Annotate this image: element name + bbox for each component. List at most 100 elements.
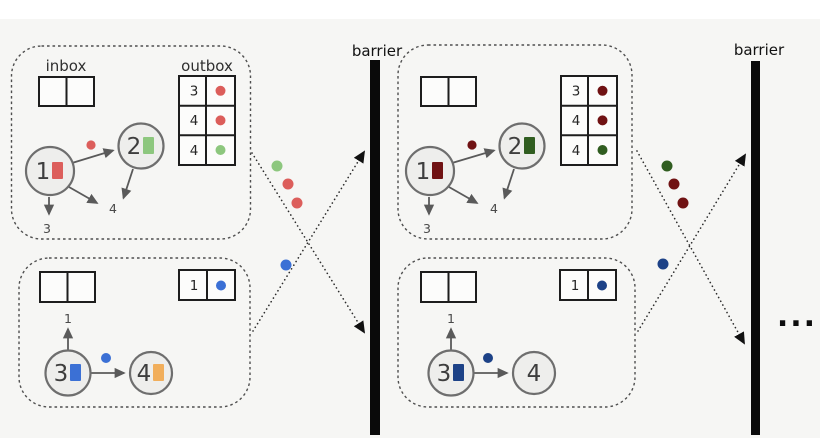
transit-message-dot bbox=[282, 178, 294, 190]
inflight-message-dot bbox=[86, 140, 96, 150]
node-id: 4 bbox=[137, 361, 152, 387]
transit-message-dot bbox=[291, 197, 303, 209]
node-circle bbox=[117, 122, 165, 170]
edge-1-to-2 bbox=[71, 148, 115, 164]
outbox-table: 3 4 4 bbox=[560, 75, 618, 166]
outbox-table: 1 bbox=[559, 269, 617, 301]
outbox-label: outbox bbox=[181, 57, 233, 75]
outbox-message-dot bbox=[597, 280, 607, 291]
outbox-dest: 4 bbox=[572, 113, 581, 129]
edge-label-1: 1 bbox=[64, 311, 72, 326]
barrier-label: barrier bbox=[352, 42, 403, 60]
node-value-square bbox=[52, 162, 63, 179]
inbox-label: inbox bbox=[46, 57, 87, 75]
outbox-message-dot bbox=[597, 145, 608, 155]
graph-node-3: 3 bbox=[427, 349, 475, 397]
continuation-ellipsis: ... bbox=[777, 299, 817, 334]
node-value-square bbox=[143, 137, 154, 154]
outbox-message-dot bbox=[597, 85, 608, 96]
diagram-background bbox=[0, 19, 820, 438]
worker-box-bottom-right: 1 1 3 4 bbox=[397, 257, 636, 408]
barrier-bar bbox=[751, 61, 760, 435]
transit-message-dot bbox=[271, 160, 283, 172]
outbox-dest: 4 bbox=[190, 143, 199, 159]
node-id: 2 bbox=[508, 134, 523, 160]
worker-dashed-border bbox=[397, 257, 636, 408]
edge-1-to-2 bbox=[451, 148, 496, 164]
transit-message-dot bbox=[661, 160, 673, 172]
edge-label-4: 4 bbox=[490, 201, 498, 216]
worker-dashed-border bbox=[397, 44, 633, 240]
node-circle bbox=[427, 349, 475, 397]
message-flow-arrow-bottom-to-top bbox=[252, 150, 366, 332]
edge-label-4: 4 bbox=[109, 201, 117, 216]
inbox-table bbox=[39, 271, 96, 303]
outbox-message-dot bbox=[215, 145, 226, 155]
node-value-square bbox=[153, 364, 164, 381]
transit-message-dot bbox=[280, 259, 292, 271]
inflight-message-dot bbox=[467, 140, 477, 150]
worker-box-bottom-left: 1 1 3 4 bbox=[18, 257, 251, 408]
outbox-dest: 3 bbox=[190, 84, 199, 100]
outbox-dest: 4 bbox=[190, 113, 199, 129]
node-id: 3 bbox=[54, 361, 69, 387]
worker-dashed-border bbox=[18, 257, 251, 408]
graph-node-4: 4 bbox=[511, 350, 557, 396]
node-value-square bbox=[524, 137, 535, 154]
transit-message-dot bbox=[668, 178, 680, 190]
message-flow-arrow-bottom-to-top bbox=[637, 153, 746, 332]
node-circle bbox=[44, 349, 92, 397]
graph-node-2: 2 bbox=[117, 122, 165, 170]
edge-1-to-4 bbox=[68, 186, 99, 204]
node-id: 2 bbox=[127, 134, 142, 160]
outbox-dest: 1 bbox=[571, 278, 580, 294]
inbox-table bbox=[420, 76, 477, 107]
outbox-table: 1 bbox=[178, 269, 236, 301]
node-circle bbox=[404, 145, 456, 197]
graph-node-1: 1 bbox=[404, 145, 456, 197]
inflight-message-dot bbox=[101, 353, 111, 363]
graph-node-4: 4 bbox=[128, 350, 174, 396]
outbox-dest: 3 bbox=[572, 84, 581, 100]
outbox-table: 3 4 4 bbox=[178, 75, 236, 166]
edge-2-to-4 bbox=[502, 168, 515, 200]
graph-node-2: 2 bbox=[498, 122, 546, 170]
graph-node-3: 3 bbox=[44, 349, 92, 397]
outbox-message-dot bbox=[215, 115, 226, 126]
barrier-bar bbox=[370, 60, 380, 435]
edge-2-to-4 bbox=[121, 168, 134, 200]
message-flow-arrow-top-to-bottom bbox=[251, 152, 366, 334]
node-id: 1 bbox=[36, 159, 51, 185]
inflight-message-dot bbox=[483, 353, 493, 363]
node-value-square bbox=[70, 364, 81, 381]
worker-dashed-border bbox=[10, 45, 252, 240]
barrier-label: barrier bbox=[734, 41, 785, 59]
inbox-table bbox=[420, 271, 477, 303]
node-value-square bbox=[453, 364, 464, 381]
node-circle bbox=[128, 350, 174, 396]
message-flow-right bbox=[636, 150, 746, 345]
message-flow-left bbox=[251, 150, 366, 334]
transit-message-dot bbox=[657, 258, 669, 270]
node-circle bbox=[498, 122, 546, 170]
outbox-dest: 1 bbox=[190, 278, 199, 294]
outbox-dest: 4 bbox=[572, 143, 581, 159]
node-value-square bbox=[432, 162, 443, 179]
outbox-message-dot bbox=[216, 280, 226, 291]
node-circle bbox=[24, 145, 76, 197]
inbox-table bbox=[38, 76, 95, 107]
node-id: 1 bbox=[416, 159, 431, 185]
worker-box-top-left: inbox outbox 3 4 4 3 4 1 bbox=[10, 45, 252, 240]
node-circle bbox=[511, 350, 557, 396]
node-id: 3 bbox=[437, 361, 452, 387]
barrier-right: barrier bbox=[734, 41, 785, 435]
barrier-left: barrier bbox=[352, 42, 403, 435]
edge-label-3: 3 bbox=[43, 221, 51, 236]
edge-label-3: 3 bbox=[423, 221, 431, 236]
graph-node-1: 1 bbox=[24, 145, 76, 197]
outbox-message-dot bbox=[215, 85, 226, 96]
node-id: 4 bbox=[527, 361, 542, 387]
edge-label-1: 1 bbox=[447, 311, 455, 326]
transit-message-dot bbox=[677, 197, 689, 209]
